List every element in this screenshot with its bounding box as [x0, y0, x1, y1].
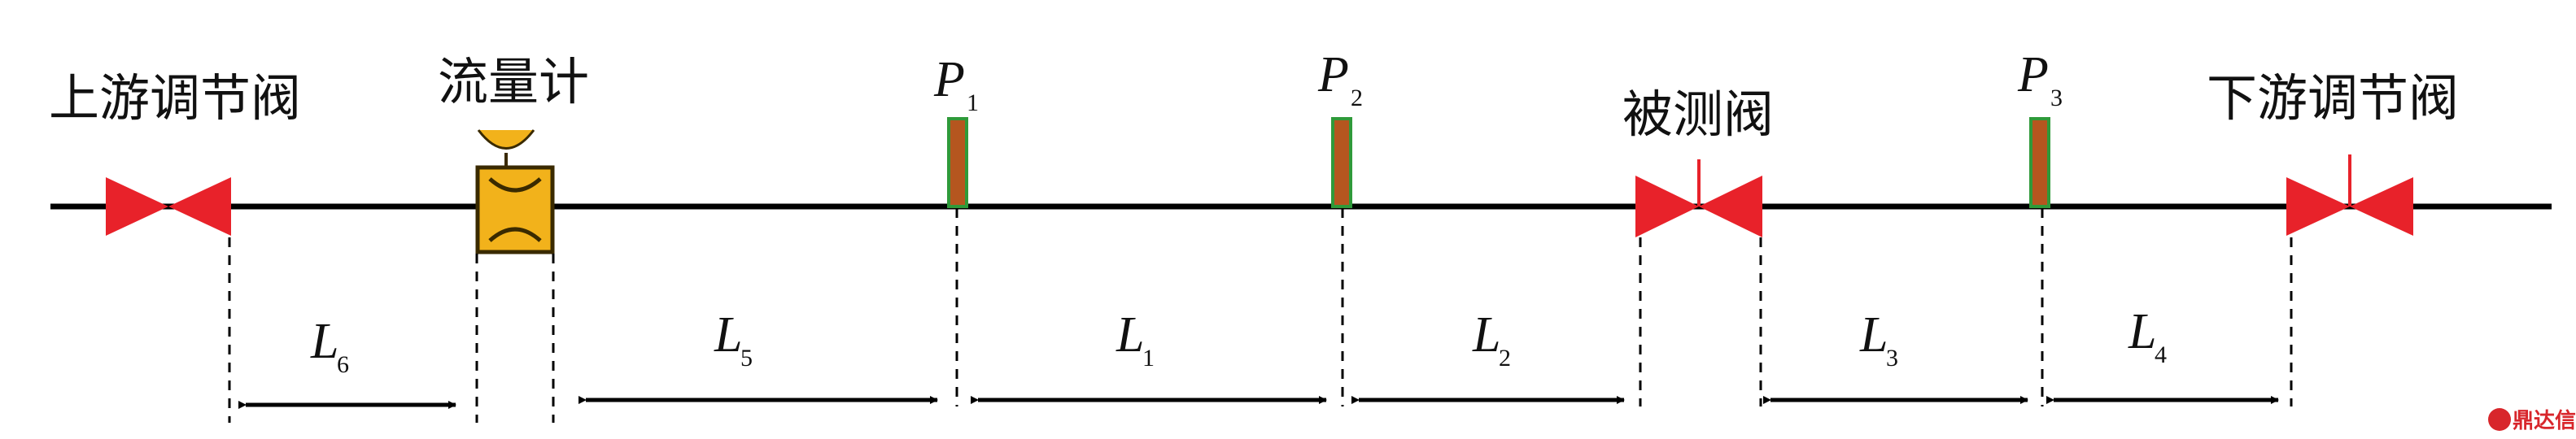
downstream-valve-label: 下游调节阀 [2207, 68, 2459, 128]
distance-l6-symbol: L [310, 314, 338, 369]
sensor-1-symbol: P [933, 52, 965, 107]
pressure-tap-icon [2029, 117, 2050, 208]
flow-meter-label: 流量计 [438, 52, 589, 111]
brand-logo-icon [2488, 408, 2511, 431]
watermark: 鼎达信 [2488, 408, 2576, 433]
flow-meter: 流量计 [438, 52, 589, 254]
distance-l4-subscript: 4 [2155, 341, 2167, 368]
distance-l1-subscript: 1 [1142, 345, 1155, 372]
reference-lines [228, 208, 2293, 423]
distance-l2-symbol: L [1472, 307, 1500, 363]
pressure-tap-icon [1331, 117, 1352, 208]
sensor-2-symbol: P [1317, 47, 1349, 102]
pressure-sensor-2: P 2 [1317, 47, 1363, 208]
sensor-3-subscript: 3 [2050, 85, 2063, 111]
watermark-text: 鼎达信 [2513, 409, 2576, 433]
distance-l2-subscript: 2 [1499, 345, 1511, 372]
sensor-3-symbol: P [2017, 47, 2049, 102]
sensor-1-subscript: 1 [967, 89, 979, 116]
distance-l1-symbol: L [1116, 307, 1144, 363]
upstream-valve-label: 上游调节阀 [49, 68, 301, 128]
pressure-sensor-1: P 1 [933, 52, 979, 208]
dimension-arrows [238, 396, 2279, 409]
distance-l5-symbol: L [714, 307, 742, 363]
pressure-sensor-3: P 3 [2017, 47, 2063, 208]
pressure-tap-icon [947, 117, 968, 208]
upstream-valve: 上游调节阀 [49, 68, 301, 236]
test-valve-label: 被测阀 [1622, 85, 1774, 144]
distance-l6-subscript: 6 [337, 351, 349, 378]
test-valve: 被测阀 [1622, 85, 1774, 237]
flow-meter-head [477, 129, 535, 150]
distance-labels: L 6 L 5 L 1 L 2 L 3 L 4 [310, 304, 2167, 378]
distance-l3-symbol: L [1859, 307, 1888, 363]
distance-l5-subscript: 5 [740, 345, 753, 372]
sensor-2-subscript: 2 [1351, 85, 1363, 111]
downstream-valve: 下游调节阀 [2207, 68, 2459, 236]
distance-l4-symbol: L [2128, 304, 2156, 359]
gate-valve-icon [106, 177, 231, 236]
distance-l3-subscript: 3 [1886, 345, 1898, 372]
